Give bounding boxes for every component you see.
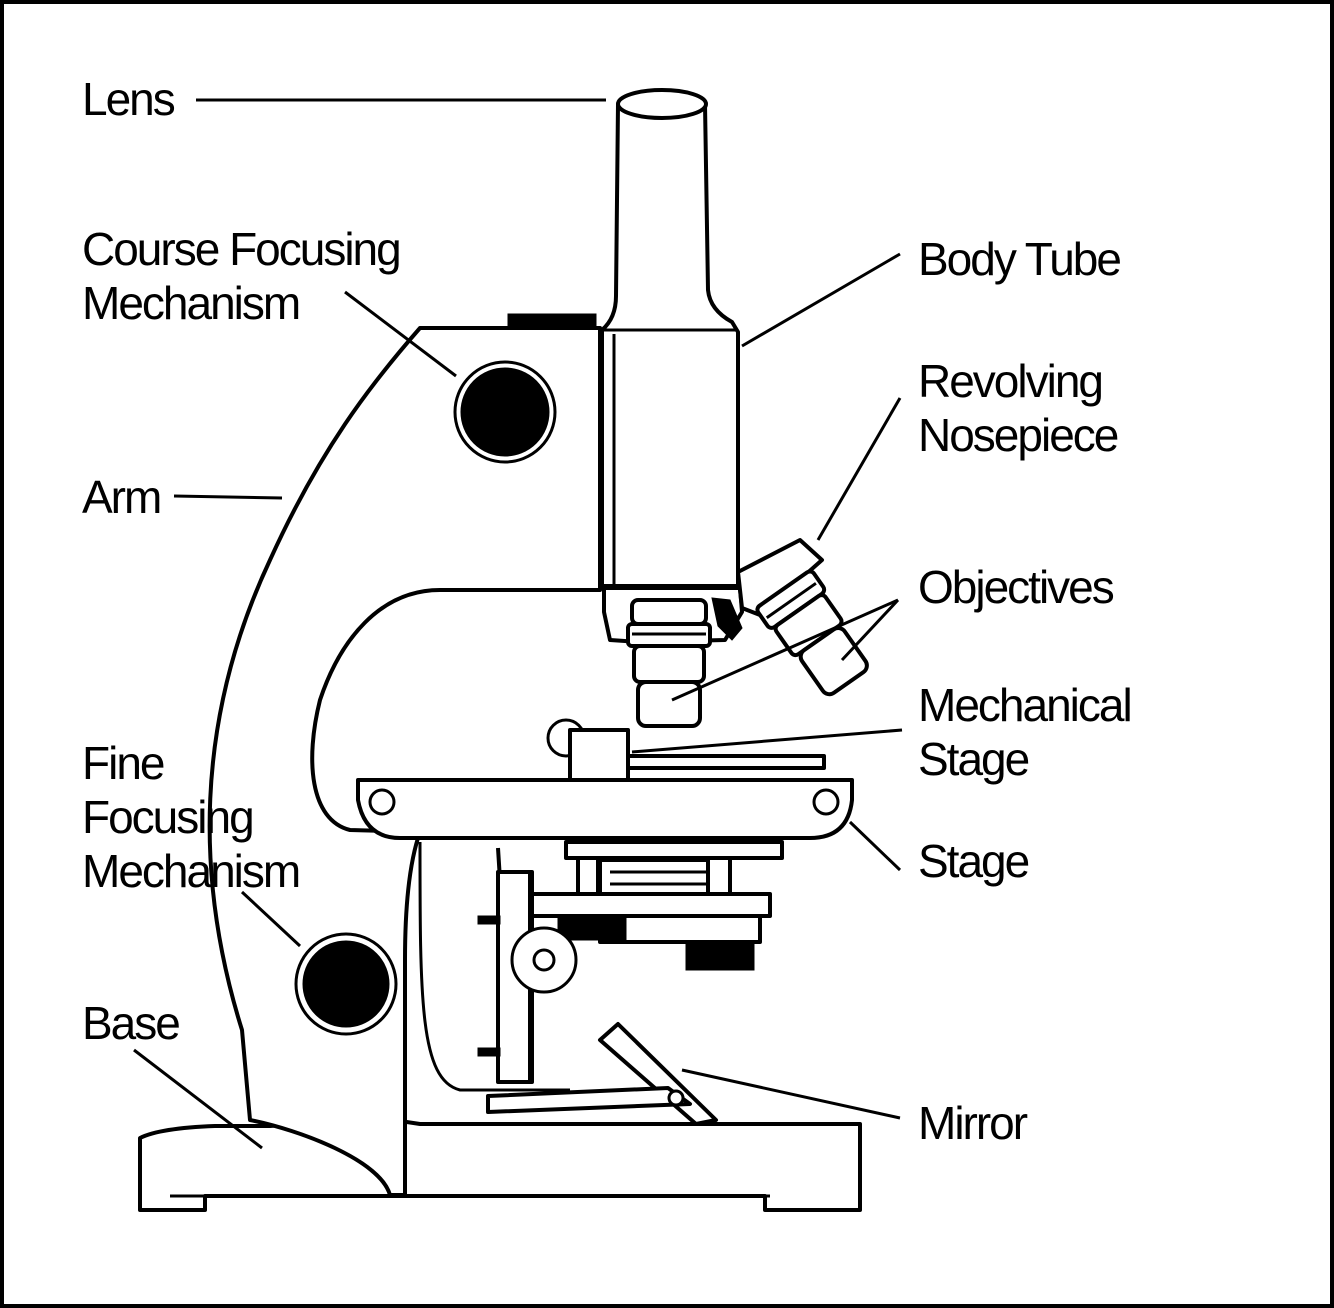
leader-objectives-1	[671, 598, 899, 702]
objective-angled	[755, 569, 869, 697]
leader-stage	[848, 820, 902, 872]
label-arm: Arm	[82, 471, 162, 523]
mirror	[486, 1022, 718, 1126]
lens	[616, 88, 708, 120]
leader-body-tube	[741, 252, 901, 348]
label-objectives: Objectives	[918, 561, 1115, 613]
label-revolving-nosepiece: Revolving Nosepiece	[918, 355, 1119, 461]
label-mechanical-stage: Mechanical Stage	[918, 679, 1133, 785]
fine-focusing-knob	[302, 940, 390, 1028]
leader-fine-focusing	[240, 890, 302, 948]
leader-objectives-2	[840, 598, 900, 662]
leader-base	[133, 1048, 263, 1150]
leader-arm	[173, 494, 283, 500]
body-tube	[600, 94, 740, 588]
label-body-tube: Body Tube	[918, 233, 1122, 285]
leader-course-focusing	[344, 290, 457, 378]
arm-top-plate	[507, 313, 597, 329]
stage-knob-left	[557, 917, 627, 941]
label-course-focusing: Course Focusing Mechanism	[82, 223, 402, 329]
stage-knob-right	[685, 943, 755, 971]
leader-mirror	[681, 1068, 901, 1120]
leader-nosepiece	[816, 397, 902, 541]
course-focusing-knob	[460, 367, 550, 457]
label-stage: Stage	[918, 835, 1030, 887]
label-fine-focusing: Fine Focusing Mechanism	[82, 737, 301, 897]
objective-main	[626, 598, 712, 728]
label-lens: Lens	[82, 73, 176, 125]
label-mirror: Mirror	[918, 1097, 1028, 1149]
label-base: Base	[82, 997, 181, 1049]
leader-mechanical-stage	[631, 728, 903, 754]
stage	[356, 778, 854, 840]
